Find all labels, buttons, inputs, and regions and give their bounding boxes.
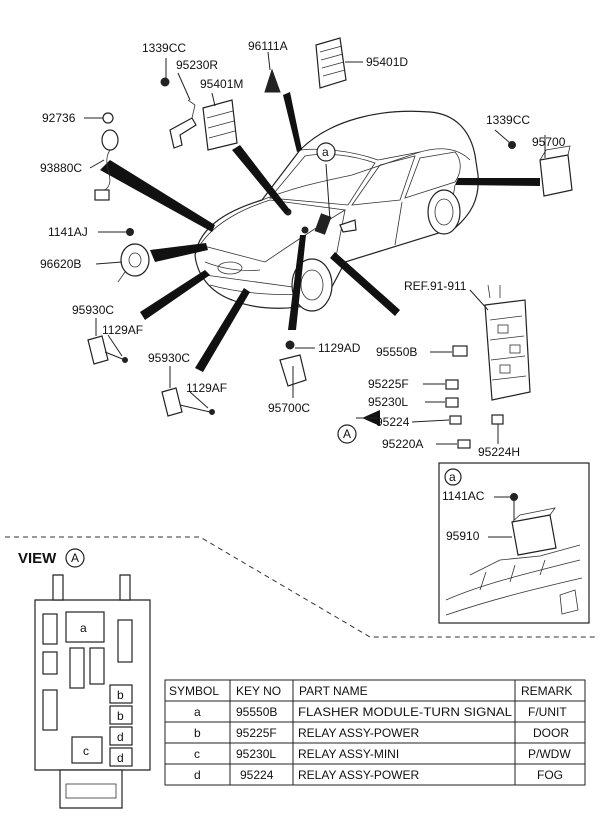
label-95220a: 95220A bbox=[382, 437, 423, 451]
label-95225f: 95225F bbox=[368, 377, 409, 391]
label-95930c-1: 95930C bbox=[72, 303, 114, 317]
table-cell-remark: F/UNIT bbox=[528, 705, 567, 719]
label-96620b: 96620B bbox=[40, 257, 81, 271]
leader-lines bbox=[84, 51, 546, 445]
label-1141aj: 1141AJ bbox=[48, 225, 88, 239]
label-1339cc-right: 1339CC bbox=[486, 113, 530, 127]
table-cell-partname: FLASHER MODULE-TURN SIGNAL bbox=[298, 705, 512, 719]
view-slot-a: a bbox=[80, 621, 87, 635]
table-cell-remark: P/WDW bbox=[528, 747, 571, 761]
table-header-partname: PART NAME bbox=[299, 684, 368, 698]
callout-A-label: A bbox=[343, 427, 351, 441]
label-95224h: 95224H bbox=[478, 445, 520, 459]
label-ref: REF.91-911 bbox=[404, 279, 467, 293]
label-95910: 95910 bbox=[446, 529, 480, 543]
label-92736: 92736 bbox=[42, 111, 76, 125]
pointer-wedges bbox=[100, 92, 540, 372]
callout-circle-A bbox=[337, 424, 357, 444]
table-cell-symbol: b bbox=[194, 726, 201, 740]
label-1141ac: 1141AC bbox=[442, 489, 485, 503]
label-95700c: 95700C bbox=[268, 401, 310, 415]
table-cell-symbol: a bbox=[194, 705, 201, 719]
label-95700: 95700 bbox=[532, 135, 566, 149]
label-93880c: 93880C bbox=[40, 161, 82, 175]
table-cell-keyno: 95224 bbox=[240, 768, 274, 782]
part-icons bbox=[87, 37, 573, 449]
table-cell-keyno: 95225F bbox=[236, 726, 277, 740]
label-95930c-2: 95930C bbox=[148, 351, 190, 365]
label-1129ad: 1129AD bbox=[318, 341, 361, 355]
view-slot-b1: b bbox=[117, 688, 124, 702]
label-1129af-2: 1129AF bbox=[186, 381, 227, 395]
table-cell-partname: RELAY ASSY-POWER bbox=[298, 726, 419, 740]
label-96111a: 96111A bbox=[248, 39, 288, 53]
table-header-symbol: SYMBOL bbox=[169, 684, 219, 698]
view-slot-d2: d bbox=[117, 751, 124, 765]
view-a: VIEW A a b b d d c bbox=[18, 548, 151, 809]
view-slot-b2: b bbox=[117, 709, 124, 723]
table-cell-symbol: c bbox=[194, 747, 200, 761]
part-labels: 1339CC 95230R 95401M 96111A 95401D 92736… bbox=[40, 39, 566, 459]
detail-a-box: a 1141AC 95910 bbox=[438, 462, 590, 624]
detail-a-label: a bbox=[449, 470, 456, 484]
table-header-remark: REMARK bbox=[521, 684, 572, 698]
callout-a-label: a bbox=[322, 145, 329, 159]
view-separator bbox=[5, 536, 595, 638]
table-cell-remark: DOOR bbox=[533, 726, 569, 740]
callout-circle-a bbox=[316, 142, 336, 162]
car-illustration bbox=[194, 110, 479, 312]
label-95401d: 95401D bbox=[366, 55, 408, 69]
table-cell-symbol: d bbox=[194, 768, 201, 782]
view-title: VIEW bbox=[18, 550, 57, 567]
view-slot-d1: d bbox=[117, 730, 124, 744]
label-95230r: 95230R bbox=[176, 58, 218, 72]
label-95550b: 95550B bbox=[376, 345, 417, 359]
view-slot-c: c bbox=[83, 744, 89, 758]
table-cell-partname: RELAY ASSY-MINI bbox=[298, 747, 399, 761]
table-header-keyno: KEY NO bbox=[236, 684, 281, 698]
table-cell-partname: RELAY ASSY-POWER bbox=[298, 768, 419, 782]
parts-table: SYMBOL KEY NO PART NAME REMARK a 95550B … bbox=[164, 679, 586, 786]
table-cell-remark: FOG bbox=[537, 768, 563, 782]
table-cell-keyno: 95550B bbox=[236, 705, 277, 719]
label-95230l: 95230L bbox=[368, 395, 408, 409]
label-95401m: 95401M bbox=[200, 77, 243, 91]
label-95224: 95224 bbox=[376, 415, 410, 429]
label-1339cc-top: 1339CC bbox=[142, 41, 186, 55]
label-1129af-1: 1129AF bbox=[102, 323, 143, 337]
view-circle-label: A bbox=[71, 551, 79, 565]
table-cell-keyno: 95230L bbox=[236, 747, 276, 761]
